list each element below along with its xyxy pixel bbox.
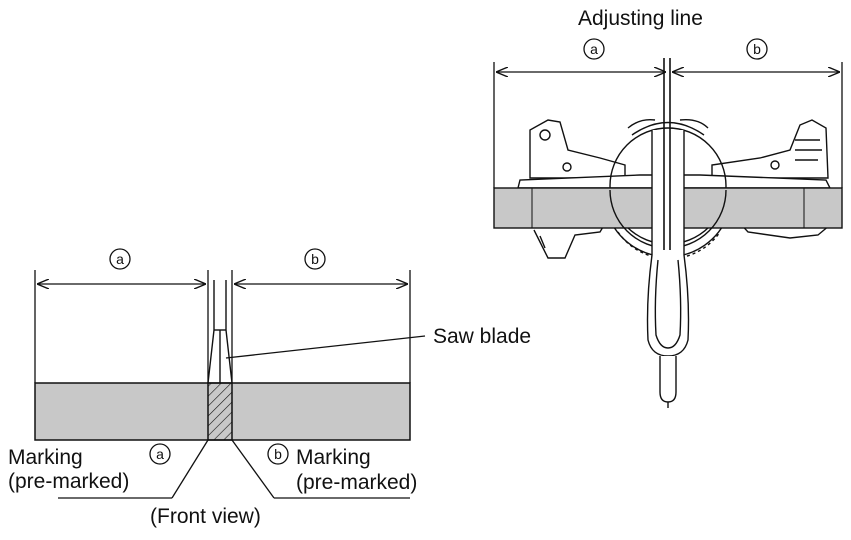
saw-kerf bbox=[207, 382, 233, 441]
marker-b-front-top: b bbox=[304, 248, 326, 270]
marking-b-leader bbox=[231, 439, 275, 499]
svg-text:b: b bbox=[311, 251, 319, 267]
marker-a-front-bottom: a bbox=[149, 443, 171, 465]
marker-a-top: a bbox=[583, 38, 605, 60]
svg-text:a: a bbox=[590, 41, 598, 57]
saw-blade-shape bbox=[207, 280, 233, 384]
svg-text:a: a bbox=[116, 251, 124, 267]
marking-a-label-line2: (pre-marked) bbox=[8, 470, 129, 493]
saw-blade-leader bbox=[225, 335, 426, 359]
marker-b-top: b bbox=[746, 38, 768, 60]
front-view-label: (Front view) bbox=[150, 505, 261, 528]
svg-text:a: a bbox=[156, 446, 164, 462]
marking-a-leader bbox=[171, 439, 209, 499]
front-view-figure: a b Saw blade a b Marking (pre-marked) M… bbox=[8, 248, 531, 528]
saw-handle bbox=[646, 130, 690, 408]
marking-a-label-line1: Marking bbox=[8, 446, 83, 469]
saw-blade-label: Saw blade bbox=[433, 325, 531, 348]
top-view-figure: Adjusting line a b bbox=[493, 7, 843, 408]
marker-b-front-bottom: b bbox=[267, 443, 289, 465]
svg-text:b: b bbox=[753, 41, 761, 57]
marking-b-label-line2: (pre-marked) bbox=[296, 471, 417, 494]
miter-saw-body bbox=[517, 118, 832, 260]
marker-a-front-top: a bbox=[109, 248, 131, 270]
svg-text:b: b bbox=[274, 446, 282, 462]
adjusting-line-label: Adjusting line bbox=[578, 7, 703, 30]
marking-b-label-line1: Marking bbox=[296, 446, 371, 469]
